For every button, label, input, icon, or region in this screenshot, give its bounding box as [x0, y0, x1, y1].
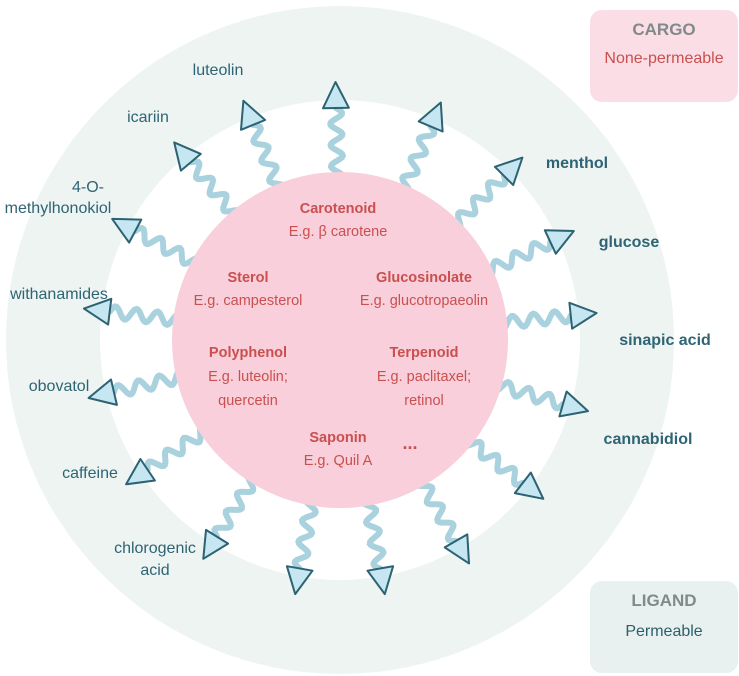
- ligand: [285, 492, 319, 596]
- wavy-line-icon: [460, 434, 526, 488]
- triangle-icon: [285, 565, 314, 596]
- cargo-legend-title: CARGO: [632, 20, 696, 39]
- ligand: [448, 156, 524, 233]
- wavy-line-icon: [132, 225, 204, 269]
- ligand-label-icariin: icariin: [127, 109, 169, 126]
- triangle-icon: [417, 101, 444, 133]
- triangle-icon: [558, 390, 589, 418]
- ligand-label-cannabidiol: cannabidiol: [604, 431, 693, 448]
- cargo-example-line2: quercetin: [218, 393, 278, 409]
- wavy-line-icon: [480, 239, 554, 280]
- triangle-icon: [513, 471, 545, 500]
- ligand: [87, 367, 189, 406]
- cargo-legend-subtitle: None-permeable: [604, 50, 724, 67]
- ligand-label-obovatol: obovatol: [29, 378, 90, 395]
- wavy-line-icon: [106, 303, 187, 329]
- triangle-icon: [543, 229, 575, 255]
- cargo-item: Glucosinolate E.g. glucotropaeolin: [360, 270, 488, 309]
- cargo-name: Saponin: [309, 430, 366, 446]
- ligand: [240, 99, 288, 197]
- ligand-label-luteolin: luteolin: [193, 62, 244, 79]
- triangle-icon: [87, 378, 118, 406]
- cargo-item: Terpenoid E.g. paclitaxel; retinol: [377, 345, 471, 409]
- ligand-layer: [82, 81, 598, 596]
- ligand: [398, 101, 444, 198]
- ligand: [494, 301, 598, 333]
- ligand: [460, 434, 545, 500]
- wavy-line-icon: [398, 123, 438, 198]
- cargo-name: Glucosinolate: [376, 270, 472, 286]
- ligand-label-chlorogenic-acid-line2: acid: [140, 562, 169, 579]
- ligand-legend-title: LIGAND: [631, 591, 697, 610]
- cargo-core: [172, 172, 508, 508]
- cargo-name: Terpenoid: [389, 345, 458, 361]
- cargo-item: Saponin E.g. Quil A: [304, 430, 373, 469]
- triangle-icon: [568, 301, 598, 330]
- ligand-label-caffeine: caffeine: [62, 465, 118, 482]
- cargo-item: Polyphenol E.g. luteolin; quercetin: [208, 345, 288, 409]
- wavy-line-icon: [250, 121, 288, 197]
- ligand: [111, 217, 204, 269]
- wavy-line-icon: [110, 367, 189, 398]
- ligand-legend-subtitle: Permeable: [625, 623, 703, 640]
- triangle-icon: [173, 141, 202, 172]
- ligand: [480, 229, 575, 280]
- wavy-line-icon: [359, 492, 387, 572]
- ligand: [413, 473, 470, 565]
- ligand-label-4-o-methylhonokiol-line2: methylhonokiol: [5, 200, 112, 217]
- ligand: [359, 492, 395, 596]
- cargo-example: E.g. Quil A: [304, 453, 373, 469]
- ligand-label-chlorogenic-acid: chlorogenic: [114, 540, 196, 557]
- cargo-example: E.g. paclitaxel;: [377, 369, 471, 385]
- wavy-line-icon: [291, 492, 319, 572]
- triangle-icon: [202, 528, 230, 560]
- triangle-icon: [111, 217, 143, 244]
- ligand-label-4-o-methylhonokiol: 4-O-: [72, 179, 104, 196]
- cargo-name: Carotenoid: [300, 201, 377, 217]
- triangle-icon: [493, 156, 524, 187]
- cargo-example-line2: retinol: [404, 393, 444, 409]
- ligand-label-menthol: menthol: [546, 155, 608, 172]
- wavy-line-icon: [488, 378, 566, 412]
- wavy-line-icon: [413, 473, 459, 544]
- ligand: [173, 141, 244, 222]
- triangle-icon: [82, 297, 113, 326]
- cargo-example: E.g. campesterol: [194, 293, 303, 309]
- ligand-legend-box: LIGAND Permeable: [590, 581, 738, 673]
- wavy-line-icon: [187, 158, 244, 222]
- wavy-line-icon: [448, 173, 509, 233]
- ligand: [488, 378, 589, 418]
- ligand: [322, 81, 350, 185]
- triangle-icon: [240, 99, 267, 131]
- ligand-label-withanamides: withanamides: [9, 286, 108, 303]
- cargo-example: E.g. luteolin;: [208, 369, 288, 385]
- wavy-line-icon: [144, 423, 212, 473]
- cargo-example: E.g. glucotropaeolin: [360, 293, 488, 309]
- ligand: [82, 297, 187, 329]
- cargo-name: Sterol: [227, 270, 268, 286]
- cargo-example: E.g. β carotene: [289, 224, 388, 240]
- ligand: [202, 470, 260, 560]
- triangle-icon: [443, 533, 470, 565]
- triangle-icon: [125, 458, 156, 486]
- triangle-icon: [322, 81, 350, 110]
- ligand: [125, 423, 212, 486]
- wavy-line-icon: [211, 470, 260, 540]
- wavy-line-icon: [327, 105, 347, 185]
- cargo-more-ellipsis: ...: [402, 433, 417, 453]
- cargo-item: Carotenoid E.g. β carotene: [289, 201, 388, 240]
- ligand-label-sinapic-acid: sinapic acid: [619, 332, 711, 349]
- triangle-icon: [366, 565, 395, 596]
- ligand-label-glucose: glucose: [599, 234, 660, 251]
- cargo-legend-box: CARGO None-permeable: [590, 10, 738, 102]
- cargo-name: Polyphenol: [209, 345, 287, 361]
- wavy-line-icon: [494, 308, 574, 333]
- cargo-item: Sterol E.g. campesterol: [194, 270, 303, 309]
